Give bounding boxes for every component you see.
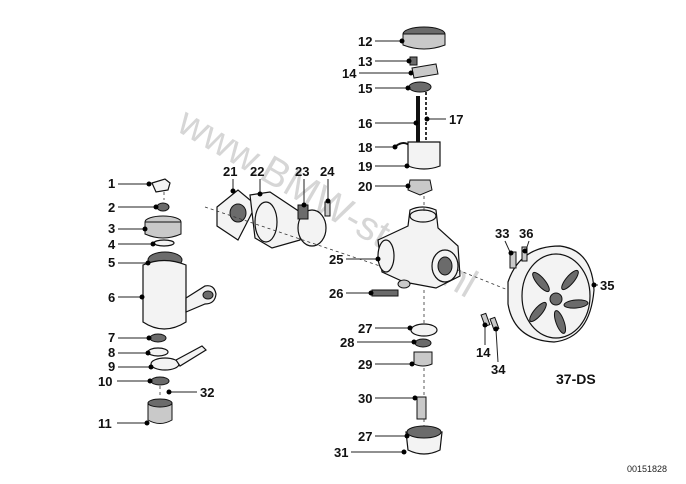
part-filter-slot xyxy=(563,299,589,309)
part-flange-hole xyxy=(229,203,247,223)
part-screw-14b xyxy=(480,312,491,327)
diagram-reference: 37-DS xyxy=(556,371,596,387)
part-spring-seat xyxy=(411,63,439,79)
callout-10: 10 xyxy=(98,374,112,389)
part-filter-slot xyxy=(532,271,550,293)
part-float-chamber xyxy=(142,259,187,330)
callout-24: 24 xyxy=(320,164,335,179)
callout-21: 21 xyxy=(223,164,237,179)
drawing-code: 00151828 xyxy=(627,464,667,474)
part-plug xyxy=(147,402,173,424)
part-washer-7 xyxy=(149,333,167,343)
part-filter-center xyxy=(549,292,563,306)
callout-22: 22 xyxy=(250,164,264,179)
callout-23: 23 xyxy=(295,164,309,179)
callout-12: 12 xyxy=(358,34,372,49)
part-cap-15 xyxy=(408,81,432,93)
part-bolt-26 xyxy=(371,289,399,297)
callout-36: 36 xyxy=(519,226,533,241)
callout-20: 20 xyxy=(358,179,372,194)
part-bolt-seat xyxy=(397,279,411,289)
part-plug-top xyxy=(147,398,173,408)
carburettor-body xyxy=(371,206,461,297)
callout-labels: 1 2 3 4 5 6 7 8 9 10 11 32 12 13 14 15 xyxy=(98,34,614,460)
part-screw-30 xyxy=(416,396,427,420)
part-small-nut xyxy=(156,202,170,212)
part-carb-inlet xyxy=(377,239,395,273)
callout-34: 34 xyxy=(491,362,506,377)
callout-30: 30 xyxy=(358,391,372,406)
part-chamber-arm xyxy=(185,285,217,313)
callout-26: 26 xyxy=(329,286,343,301)
left-assembly xyxy=(142,178,217,424)
guide-lines xyxy=(159,192,509,426)
callout-11: 11 xyxy=(98,416,112,431)
callout-27a: 27 xyxy=(358,321,372,336)
air-filter-assembly xyxy=(480,245,595,343)
part-banjo-fitting xyxy=(151,178,171,193)
upper-assembly xyxy=(395,26,446,196)
part-slide xyxy=(407,141,441,170)
part-filter-slot xyxy=(553,310,567,334)
callout-18: 18 xyxy=(358,140,372,155)
part-gasket-ring xyxy=(153,239,175,247)
part-jet-29 xyxy=(413,351,433,367)
callout-5: 5 xyxy=(108,255,115,270)
part-banjo-9 xyxy=(150,357,180,371)
callout-7: 7 xyxy=(108,330,115,345)
part-ring-8 xyxy=(147,347,169,357)
callout-35: 35 xyxy=(600,278,614,293)
part-banjo-pipe xyxy=(175,345,207,367)
part-filter-slot xyxy=(529,301,547,323)
callout-33: 33 xyxy=(495,226,509,241)
part-drain-plug-top xyxy=(406,425,442,439)
part-clamp-screw xyxy=(324,201,331,217)
callout-19: 19 xyxy=(358,159,372,174)
part-screw-36 xyxy=(521,246,528,262)
part-cap-body xyxy=(144,221,182,239)
callout-31: 31 xyxy=(334,445,348,460)
callout-14b: 14 xyxy=(476,345,491,360)
callout-27b: 27 xyxy=(358,429,372,444)
callout-6: 6 xyxy=(108,290,115,305)
callout-29: 29 xyxy=(358,357,372,372)
callout-28: 28 xyxy=(340,335,354,350)
intake-assembly xyxy=(216,189,331,249)
part-intake-mouth xyxy=(254,201,278,243)
part-ring-28 xyxy=(414,338,432,348)
part-filter-slot xyxy=(561,269,579,291)
part-jet xyxy=(407,179,433,196)
diagram-reference-code: 37-DS xyxy=(556,371,596,387)
callout-14: 14 xyxy=(342,66,357,81)
lower-assembly xyxy=(405,323,443,455)
callout-4: 4 xyxy=(108,237,116,252)
part-washer-10 xyxy=(150,376,170,386)
callout-9: 9 xyxy=(108,359,115,374)
callout-16: 16 xyxy=(358,116,372,131)
callout-25: 25 xyxy=(329,252,343,267)
part-carb-top-opening xyxy=(409,209,437,223)
callout-8: 8 xyxy=(108,345,115,360)
callout-1: 1 xyxy=(108,176,115,191)
callout-15: 15 xyxy=(358,81,372,96)
callout-13: 13 xyxy=(358,54,372,69)
part-screw-cap-body xyxy=(402,33,446,50)
callout-3: 3 xyxy=(108,221,115,236)
drawing-code-block: 00151828 xyxy=(627,464,667,474)
callout-2: 2 xyxy=(108,200,115,215)
part-arm-hole xyxy=(202,290,214,300)
part-ring-27 xyxy=(410,323,438,337)
callout-17: 17 xyxy=(449,112,463,127)
callout-32: 32 xyxy=(200,385,214,400)
part-carb-outlet-bore xyxy=(437,256,453,276)
